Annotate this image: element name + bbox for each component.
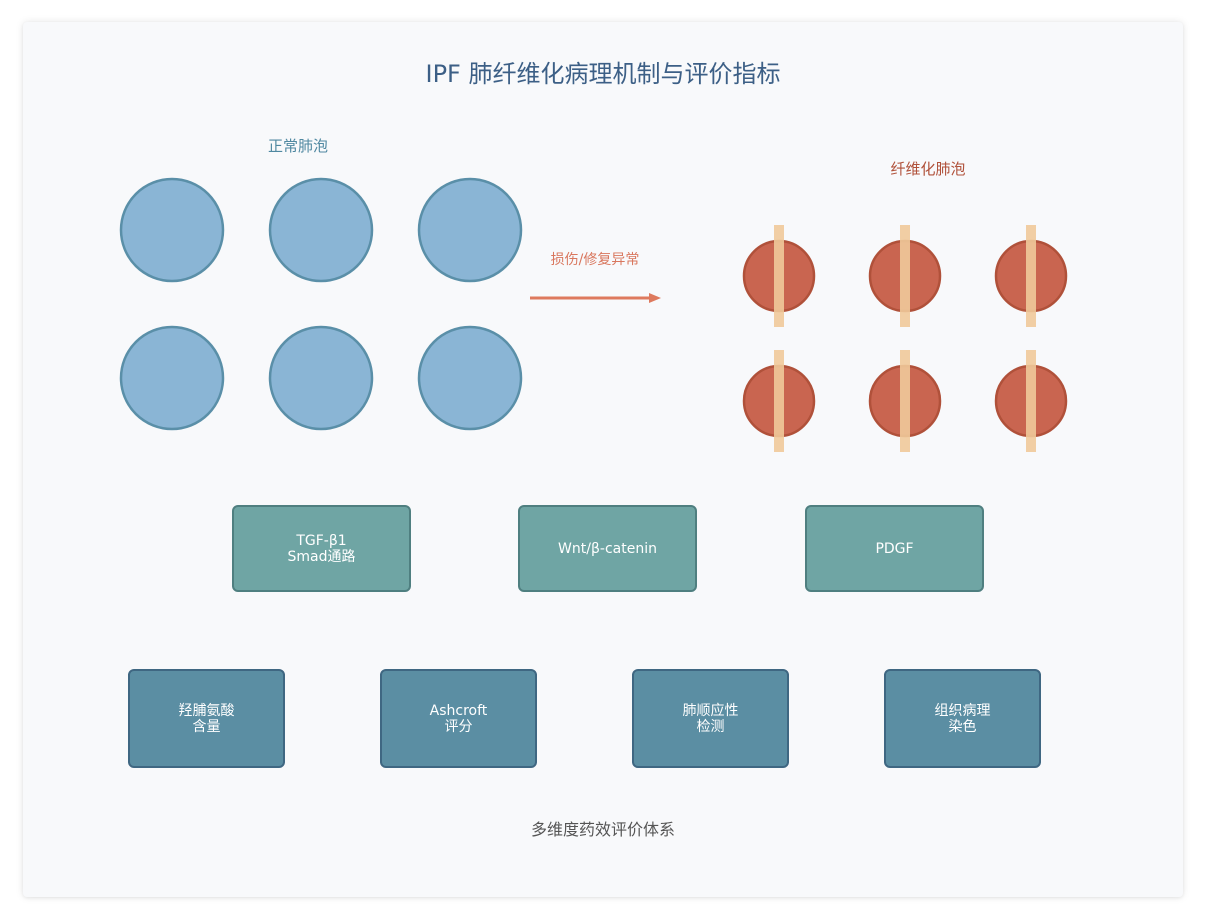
fibrotic-alveolus — [994, 225, 1068, 327]
fibrotic-alveoli-group — [742, 225, 1068, 452]
fibrotic-alveoli-label: 纤维化肺泡 — [890, 160, 966, 178]
fibrotic-alveolus — [742, 225, 816, 327]
normal-alveolus — [119, 325, 225, 431]
collagen-deposit-band — [900, 225, 910, 327]
normal-alveolus — [417, 177, 523, 283]
metric-histopathology-staining: 组织病理 染色 — [884, 669, 1041, 768]
normal-alveolus — [417, 325, 523, 431]
collagen-deposit-band — [1026, 225, 1036, 327]
collagen-deposit-band — [774, 350, 784, 452]
evaluation-system-caption: 多维度药效评价体系 — [530, 820, 675, 839]
transition-arrow — [530, 293, 661, 303]
metric-lung-compliance: 肺顺应性 检测 — [632, 669, 789, 768]
transition-label: 损伤/修复异常 — [550, 252, 640, 268]
normal-alveolus — [268, 325, 374, 431]
fibrotic-alveolus — [742, 350, 816, 452]
collagen-deposit-band — [1026, 350, 1036, 452]
diagram-title: IPF 肺纤维化病理机制与评价指标 — [425, 60, 781, 88]
metric-hydroxyproline: 羟脯氨酸 含量 — [128, 669, 285, 768]
normal-alveoli-label: 正常肺泡 — [267, 137, 328, 155]
normal-alveoli-group — [119, 177, 523, 431]
fibrotic-alveolus — [868, 350, 942, 452]
pathway-tgf-beta1: TGF-β1 Smad通路 — [232, 505, 411, 592]
normal-alveolus — [119, 177, 225, 283]
pathway-pdgf: PDGF — [805, 505, 984, 592]
metric-ashcroft-score: Ashcroft 评分 — [380, 669, 537, 768]
fibrotic-alveolus — [994, 350, 1068, 452]
collagen-deposit-band — [900, 350, 910, 452]
normal-alveolus — [268, 177, 374, 283]
collagen-deposit-band — [774, 225, 784, 327]
pathway-wnt-beta-catenin: Wnt/β-catenin — [518, 505, 697, 592]
fibrotic-alveolus — [868, 225, 942, 327]
